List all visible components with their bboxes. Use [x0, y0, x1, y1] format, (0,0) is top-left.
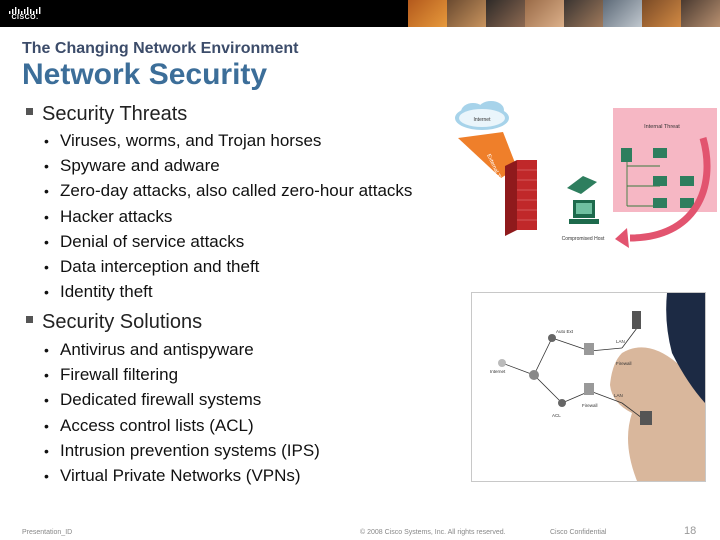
- list-item: •Identity theft: [44, 282, 153, 302]
- list-item: •Hacker attacks: [44, 206, 173, 226]
- list-item: •Virtual Private Networks (VPNs): [44, 465, 301, 485]
- square-bullet-icon: [26, 316, 33, 324]
- footer-presentation-id: Presentation_ID: [22, 529, 73, 536]
- header-photo-strip: [408, 0, 720, 27]
- list-item: •Access control lists (ACL): [44, 415, 254, 435]
- square-bullet-icon: [26, 108, 33, 116]
- sketch-label: Internet: [490, 369, 506, 374]
- threat-diagram: Internet External Threat Internal Threat: [455, 101, 717, 248]
- solutions-heading: Security Solutions: [26, 311, 202, 334]
- sketch-label: Firewall: [616, 361, 632, 366]
- network-sketch: LAN Firewall Internet Auto Ext ACL Firew…: [472, 293, 705, 481]
- host-icons: [621, 148, 694, 208]
- external-threat-arrow: [458, 132, 517, 178]
- compromised-host-label: Compromised Host: [562, 236, 605, 242]
- page-number: 18: [684, 525, 697, 537]
- cisco-bridge-icon: [9, 7, 41, 14]
- sketch-label: Auto Ext: [556, 329, 574, 334]
- internet-cloud-icon: [455, 101, 509, 130]
- threats-heading: Security Threats: [26, 103, 187, 126]
- cisco-logo-text: CISCO.: [11, 14, 39, 21]
- list-item: •Intrusion prevention systems (IPS): [44, 440, 320, 460]
- sketch-label: LAN: [614, 393, 623, 398]
- compromised-host-icon: [567, 176, 599, 224]
- arrow-head-icon: [615, 228, 629, 248]
- footer-confidential: Cisco Confidential: [550, 529, 607, 536]
- sleeve-shape: [666, 293, 705, 403]
- header-bar: CISCO.: [0, 0, 720, 27]
- sketch-label: Firewall: [582, 403, 598, 408]
- internet-label: Internet: [474, 117, 492, 123]
- cisco-logo: CISCO.: [8, 3, 42, 23]
- list-item: •Denial of service attacks: [44, 231, 245, 251]
- hand-shape: [610, 347, 705, 481]
- list-item: •Spyware and adware: [44, 156, 220, 176]
- sketch-label: ACL: [552, 413, 561, 418]
- internal-threat-arrow: [629, 137, 711, 242]
- solutions-list: •Antivirus and antispyware •Firewall fil…: [44, 337, 320, 488]
- sketch-label: LAN: [616, 339, 625, 344]
- list-item: •Data interception and theft: [44, 256, 260, 276]
- list-item: •Dedicated firewall systems: [44, 390, 262, 410]
- list-item: •Zero-day attacks, also called zero-hour…: [44, 181, 413, 201]
- list-item: •Firewall filtering: [44, 365, 179, 385]
- slide-title: Network Security: [22, 58, 268, 91]
- sketch-links: [501, 327, 643, 419]
- firewall-icon: [505, 160, 537, 236]
- sketch-nodes: [498, 311, 652, 425]
- list-item: •Antivirus and antispyware: [44, 340, 254, 359]
- internal-threat-label: Internal Threat: [644, 124, 680, 130]
- footer-copyright: © 2008 Cisco Systems, Inc. All rights re…: [360, 529, 506, 536]
- threats-list: •Viruses, worms, and Trojan horses •Spyw…: [44, 128, 412, 304]
- list-item: •Viruses, worms, and Trojan horses: [44, 131, 322, 150]
- slide-subtitle: The Changing Network Environment: [22, 40, 299, 57]
- security-solutions-photo: LAN Firewall Internet Auto Ext ACL Firew…: [471, 292, 706, 482]
